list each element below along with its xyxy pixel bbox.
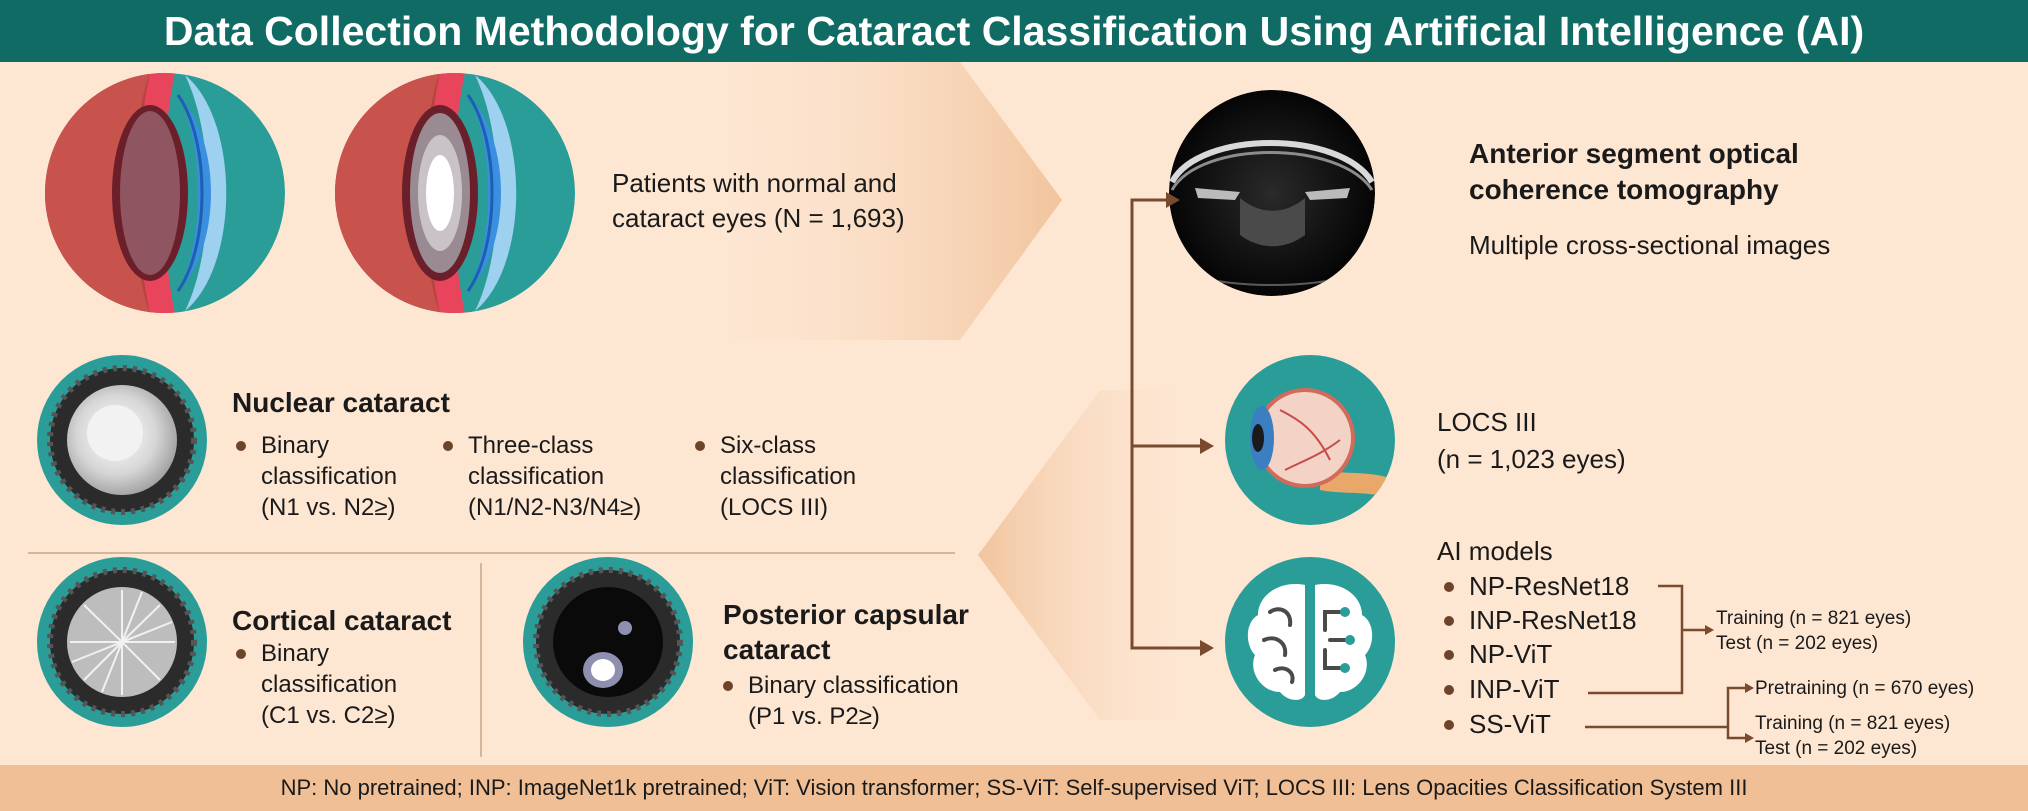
cortical-line1: Binary [261,640,330,667]
flow-arrow-top [690,62,1062,340]
nuclear-six-line2: classification [720,463,857,490]
ai-model-np-vit: NP-ViT [1469,639,1553,669]
ai-model-item: INP-ResNet18 [1444,605,1637,636]
flow-connectors [1130,198,1200,650]
bullet-dot [443,441,453,451]
abbreviation-footer: NP: No pretrained; INP: ImageNet1k pretr… [0,765,2028,811]
brain-icon [1225,557,1395,727]
nuclear-six-line3: (LOCS III) [720,494,829,521]
locs-title: LOCS III [1437,407,1537,437]
ai-model-item: NP-ResNet18 [1444,571,1629,602]
ai-model-item: INP-ViT [1444,674,1560,705]
nuclear-binary-line1: Binary [261,432,330,459]
bullet-dot [723,681,733,691]
nuclear-bullet-six-class: Six-class classification (LOCS III) [695,430,856,523]
ai-models-heading: AI models [1437,536,1553,566]
posterior-cataract-icon [523,557,693,727]
as-oct-title-line1: Anterior segment optical [1469,138,1799,169]
eye-illustration-normal [45,73,285,313]
group2-test: Test (n = 202 eyes) [1755,738,1918,759]
cortical-line2: classification [261,671,398,698]
patients-text-line2: cataract eyes (N = 1,693) [612,203,905,233]
as-oct-subtitle: Multiple cross-sectional images [1469,230,1831,260]
bullet-dot [1444,720,1454,730]
bracket-arrowheads [1705,625,1754,743]
ss-vit-pretraining: Pretraining (n = 670 eyes) [1755,678,1975,699]
posterior-cataract-title-line2: cataract [723,634,831,665]
nuclear-six-line1: Six-class [720,432,817,459]
flow-arrow-middle [978,390,1200,720]
as-oct-image [1169,90,1375,296]
bullet-dot [695,441,705,451]
bullet-dot [1444,582,1454,592]
ai-model-item: SS-ViT [1444,709,1551,740]
connector-arrowheads [1166,192,1214,656]
ai-model-item: NP-ViT [1444,639,1552,670]
locs-count: (n = 1,023 eyes) [1437,444,1626,474]
posterior-line2: (P1 vs. P2≥) [748,703,880,730]
ai-model-inp-vit: INP-ViT [1469,674,1560,704]
nuclear-cataract-icon [37,355,207,525]
bullet-dot [236,441,246,451]
nuclear-three-line3: (N1/N2-N3/N4≥) [468,494,642,521]
posterior-line1: Binary classification [748,672,959,699]
ai-model-np-resnet18: NP-ResNet18 [1469,571,1630,601]
posterior-bullet: Binary classification (P1 vs. P2≥) [723,670,959,732]
bullet-dot [1444,685,1454,695]
cortical-bullet: Binary classification (C1 vs. C2≥) [236,638,397,731]
group1-training: Training (n = 821 eyes) [1716,608,1912,629]
nuclear-bullet-binary: Binary classification (N1 vs. N2≥) [236,430,397,523]
group1-test: Test (n = 202 eyes) [1716,633,1879,654]
eye-illustration-cataract [335,73,575,313]
locs-eye-icon [1225,355,1395,525]
nuclear-binary-line2: classification [261,463,398,490]
page-title: Data Collection Methodology for Cataract… [0,0,2028,62]
cortical-line3: (C1 vs. C2≥) [261,702,396,729]
bullet-dot [236,649,246,659]
nuclear-binary-line3: (N1 vs. N2≥) [261,494,396,521]
patients-text-line1: Patients with normal and [612,168,897,198]
as-oct-title-line2: coherence tomography [1469,174,1779,205]
cortical-cataract-icon [37,557,207,727]
ai-model-ss-vit: SS-ViT [1469,709,1551,739]
nuclear-three-line2: classification [468,463,605,490]
nuclear-cataract-title: Nuclear cataract [232,387,450,418]
cortical-cataract-title: Cortical cataract [232,605,452,636]
bullet-dot [1444,616,1454,626]
model-bracket [1585,584,1745,740]
nuclear-three-line1: Three-class [468,432,594,459]
posterior-cataract-title-line1: Posterior capsular [723,599,969,630]
nuclear-bullet-three-class: Three-class classification (N1/N2-N3/N4≥… [443,430,641,523]
group2-training: Training (n = 821 eyes) [1755,713,1951,734]
bullet-dot [1444,650,1454,660]
ai-model-inp-resnet18: INP-ResNet18 [1469,605,1637,635]
